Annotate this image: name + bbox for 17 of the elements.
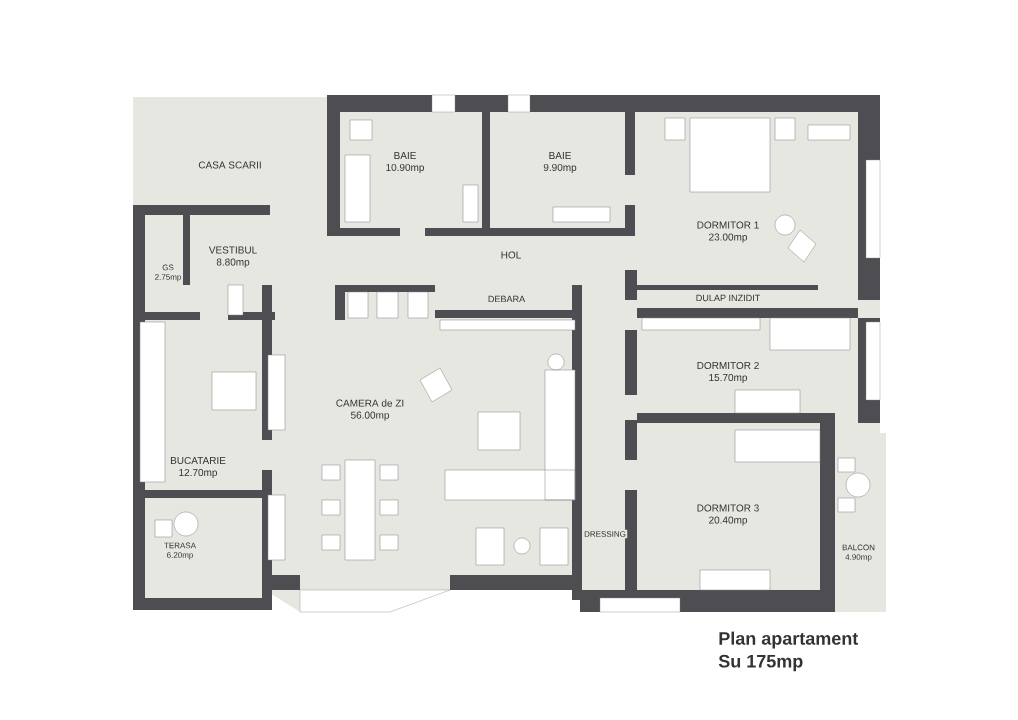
room-label: BAIE 10.90mp <box>384 150 426 175</box>
room-label: VESTIBUL 8.80mp <box>207 245 259 269</box>
room-label: CASA SCARII <box>197 160 263 170</box>
room-label: DRESSING <box>582 529 628 539</box>
room-label: DORMITOR 1 23.00mp <box>695 220 761 244</box>
room-label: CAMERA de ZI 56.00mp <box>334 398 406 422</box>
room-label: DORMITOR 2 15.70mp <box>695 360 761 385</box>
room-label: GS 2.75mp <box>153 263 183 283</box>
room-label: HOL <box>499 250 523 260</box>
room-label: DULAP INZIDIT <box>694 293 762 303</box>
room-label: DORMITOR 3 20.40mp <box>695 503 761 527</box>
title: Plan apartament <box>719 631 859 649</box>
room-label: BALCON 4.90mp <box>840 543 877 563</box>
room-label: DEBARA <box>486 294 527 304</box>
area-label: Su 175mp <box>718 654 803 672</box>
room-label: TERASA 6.20mp <box>162 541 198 561</box>
room-label: BAIE 9.90mp <box>542 150 578 175</box>
